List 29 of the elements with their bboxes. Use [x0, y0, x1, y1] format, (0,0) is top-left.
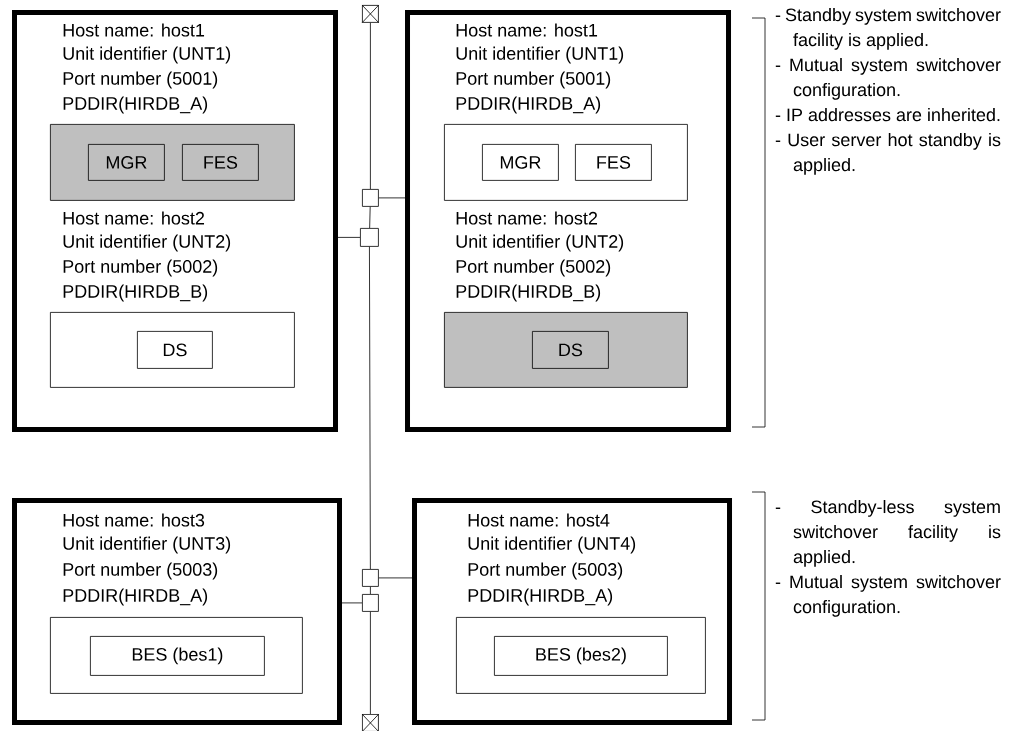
- bus-line: [370, 611, 371, 715]
- terminator-symbol: [361, 4, 380, 24]
- process-box: BES (bes2): [494, 636, 668, 676]
- process-box: FES: [182, 144, 259, 181]
- port-square: [362, 569, 379, 587]
- process-box: DS: [137, 331, 213, 369]
- process-box: MGR: [88, 144, 165, 181]
- connector-line: [378, 197, 406, 199]
- note-text: - Standby-less system switchover facility is applied.: [775, 500, 1001, 567]
- port-square: [362, 189, 379, 207]
- port-square: [360, 228, 379, 247]
- note-text: - Mutual system switchover configuration.: [775, 575, 1001, 617]
- process-box: FES: [575, 144, 652, 181]
- bus-line: [369, 246, 371, 570]
- note-text: - Standby system switchover facility is applied.: [775, 8, 1001, 50]
- connector-line: [341, 602, 363, 604]
- bus-line: [369, 206, 371, 229]
- process-box: MGR: [482, 144, 559, 181]
- bus-line: [370, 22, 371, 190]
- port-square: [362, 594, 379, 612]
- connector-line: [378, 577, 413, 579]
- note-text: - User server hot standby is applied.: [775, 133, 1001, 175]
- process-box: DS: [532, 331, 609, 369]
- note-text: - Mutual system switchover configuration.: [775, 58, 1001, 100]
- process-box: BES (bes1): [90, 636, 265, 676]
- terminator-symbol: [361, 713, 380, 731]
- note-text: - IP addresses are inherited.: [775, 108, 1000, 122]
- bus-line: [370, 586, 371, 595]
- connector-line: [337, 237, 361, 238]
